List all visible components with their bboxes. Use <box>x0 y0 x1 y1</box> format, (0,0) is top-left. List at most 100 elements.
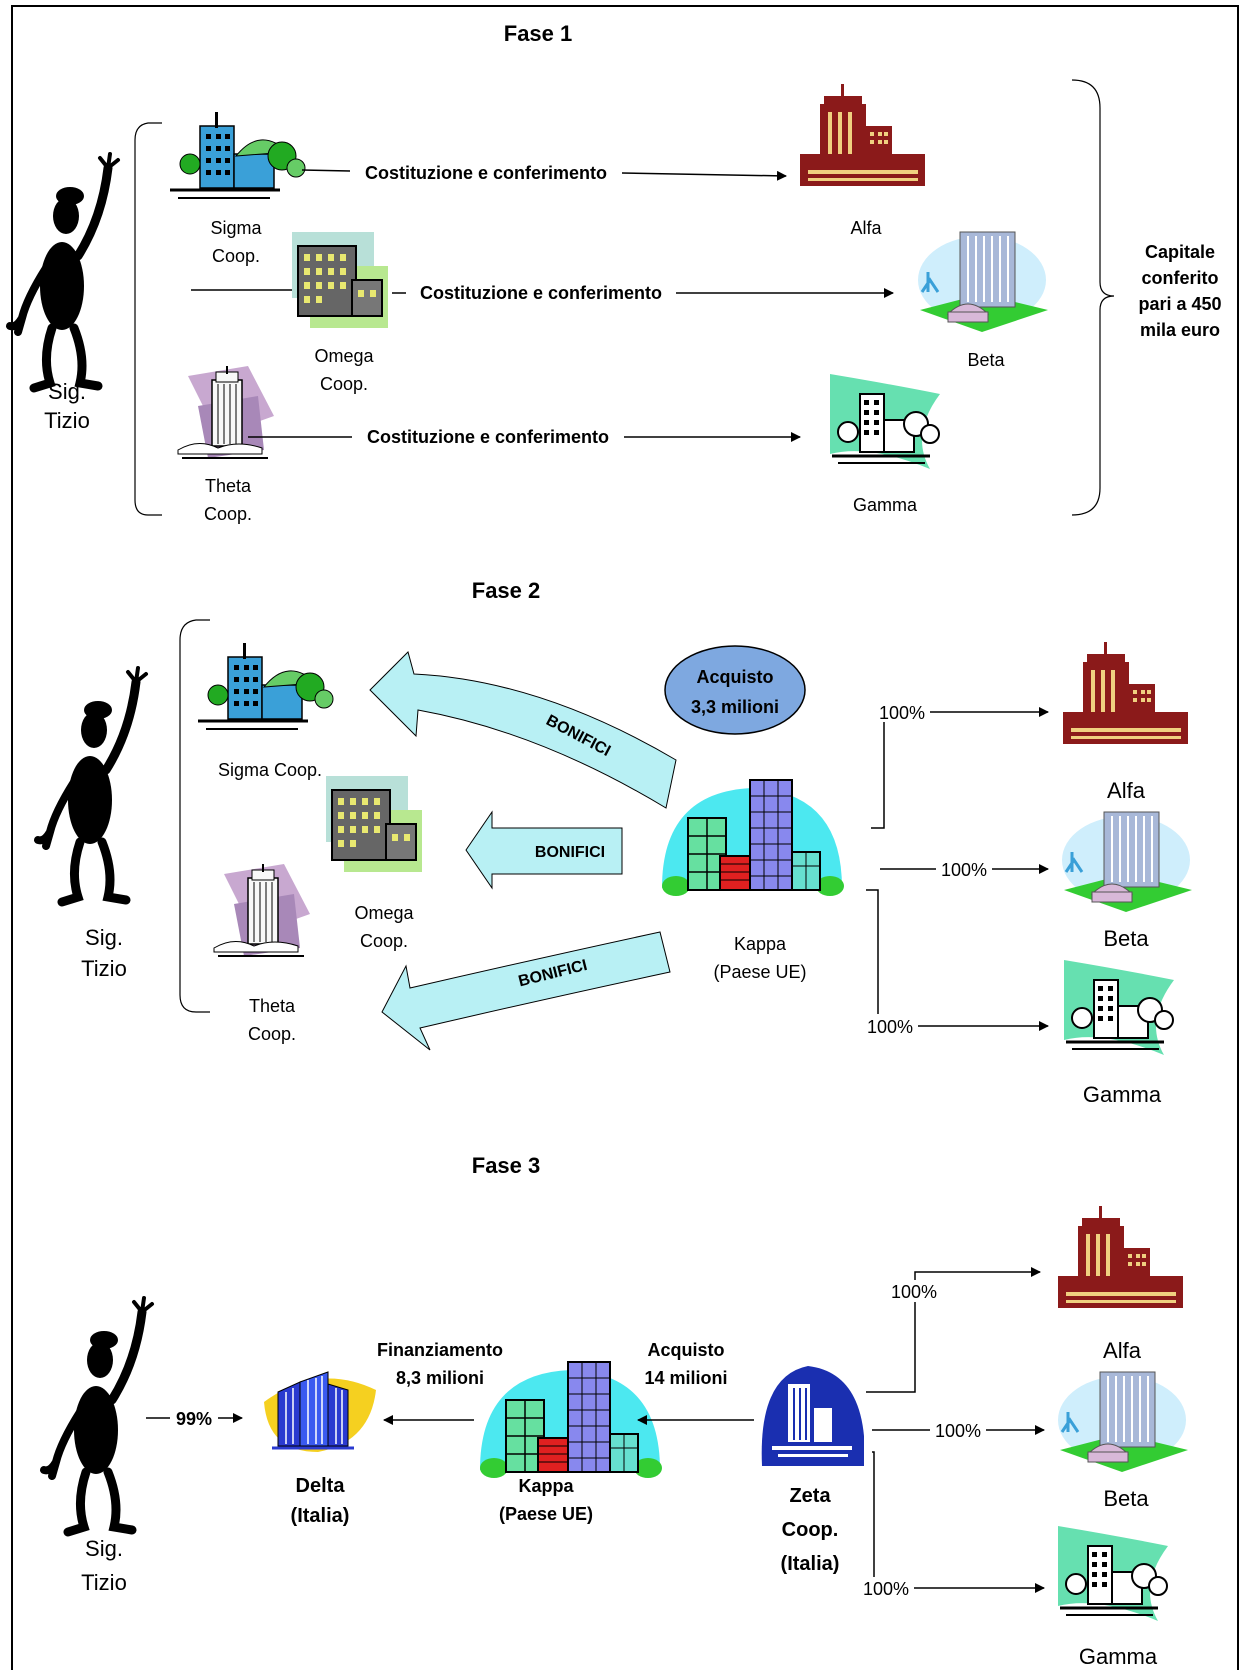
phase2-transfer-arrow-top <box>369 651 677 809</box>
beta-building-icon <box>1060 810 1194 914</box>
phase3-ownership-alfa: 100% <box>891 1282 937 1302</box>
phase2-transfer-arrow-bottom <box>381 931 671 1051</box>
phase2-person-line1: Sig. <box>85 925 123 950</box>
phase3-kappa-line2: (Paese UE) <box>499 1504 593 1524</box>
zeta-building-icon <box>760 1365 865 1467</box>
phase2-ownership-beta: 100% <box>941 860 987 880</box>
phase1-theta-line2: Coop. <box>204 504 252 524</box>
capital-note-line3: pari a 450 <box>1138 294 1221 314</box>
phase3-purchase-line1: Acquisto <box>647 1340 724 1360</box>
phase1-target-gamma: Gamma <box>853 495 918 515</box>
phase1-arrow-beta-label: Costituzione e conferimento <box>420 283 662 303</box>
phase3-target-alfa: Alfa <box>1103 1338 1142 1363</box>
phase1-right-brace <box>1071 79 1115 516</box>
phase2-transfer-label-mid: BONIFICI <box>535 844 605 861</box>
phase2-ownership-gamma: 100% <box>867 1017 913 1037</box>
phase3-ownership-alfa-bg <box>886 1280 942 1302</box>
phase3-zeta-line1: Zeta <box>789 1485 831 1507</box>
phase2-target-alfa: Alfa <box>1107 778 1146 803</box>
phase2-ownership-beta-bg <box>936 857 992 879</box>
person-icon <box>10 154 118 388</box>
phase3-title: Fase 3 <box>472 1153 541 1178</box>
phase3-kappa-line1: Kappa <box>518 1476 574 1496</box>
phase2-kappa-line2: (Paese UE) <box>713 962 806 982</box>
capital-note-line1: Capitale <box>1145 242 1215 262</box>
phase3-ownership-beta: 100% <box>935 1421 981 1441</box>
phase2-person-line2: Tizio <box>81 956 127 981</box>
phase2-kappa-line1: Kappa <box>734 934 787 954</box>
phase2-ownership-alfa-arrow <box>871 707 1049 829</box>
person-icon <box>44 1298 152 1532</box>
alfa-building-icon <box>800 84 925 186</box>
phase2-ownership-gamma-arrow <box>866 889 1049 1031</box>
phase2-target-beta: Beta <box>1103 926 1149 951</box>
phase3-financing-line2: 8,3 milioni <box>396 1368 484 1388</box>
phase1-arrow-gamma-label: Costituzione e conferimento <box>367 427 609 447</box>
phase2-purchase-bubble <box>664 645 806 735</box>
alfa-building-icon <box>1063 642 1188 744</box>
phase1-sigma-line1: Sigma <box>210 218 262 238</box>
phase3-financing-line1: Finanziamento <box>377 1340 503 1360</box>
phase1-arrow-alfa-label: Costituzione e conferimento <box>365 163 607 183</box>
phase1-omega-line1: Omega <box>314 346 374 366</box>
phase3-zeta-line2: Coop. <box>782 1519 839 1541</box>
capital-note-line4: mila euro <box>1140 320 1220 340</box>
phase2-target-gamma: Gamma <box>1083 1082 1162 1107</box>
phase1-theta-line1: Theta <box>205 476 252 496</box>
phase3-ownership-gamma-bg <box>858 1577 914 1599</box>
phase1-target-alfa: Alfa <box>850 218 882 238</box>
omega-building-icon <box>325 775 423 873</box>
delta-building-icon <box>262 1370 378 1454</box>
alfa-building-icon <box>1058 1206 1183 1308</box>
phase1-arrow-alfa-b <box>621 170 787 181</box>
phase3-person-line2: Tizio <box>81 1570 127 1595</box>
theta-building-icon <box>177 365 275 459</box>
phase1-title: Fase 1 <box>504 21 573 46</box>
phase2-left-bracket <box>179 619 210 1013</box>
phase3-ownership-gamma: 100% <box>863 1579 909 1599</box>
phase3-ownership-alfa-arrow <box>866 1267 1041 1393</box>
phase1-arrow-alfa-a <box>301 169 351 172</box>
phase2-omega-line1: Omega <box>354 903 414 923</box>
phase3-zeta-line3: (Italia) <box>781 1553 840 1575</box>
phase1-person-line1: Sig. <box>48 379 86 404</box>
beta-building-icon <box>1056 1370 1190 1474</box>
phase2-transfer-arrow-mid <box>465 810 623 890</box>
sigma-building-icon <box>168 110 307 200</box>
phase2-purchase-line1: Acquisto <box>696 667 773 687</box>
kappa-building-icon <box>661 779 845 897</box>
phase2-ownership-alfa: 100% <box>879 703 925 723</box>
phase2-theta-line2: Coop. <box>248 1024 296 1044</box>
phase3-delta-line1: Delta <box>296 1475 346 1497</box>
phase3-stake-bg <box>170 1407 218 1429</box>
phase3-target-beta: Beta <box>1103 1486 1149 1511</box>
phase1-omega-line2: Coop. <box>320 374 368 394</box>
phase1-sigma-line2: Coop. <box>212 246 260 266</box>
phase3-target-gamma: Gamma <box>1079 1644 1158 1669</box>
page-frame <box>11 5 1239 1670</box>
phase2-ownership-alfa-bg <box>874 700 930 722</box>
phase3-ownership-beta-bg <box>930 1419 986 1441</box>
phase2-title: Fase 2 <box>472 578 541 603</box>
phase3-delta-line2: (Italia) <box>291 1505 350 1527</box>
phase2-sigma-line1: Sigma Coop. <box>218 760 322 780</box>
phase3-ownership-gamma-arrow <box>872 1451 1045 1593</box>
theta-building-icon <box>213 863 311 957</box>
phase1-target-beta: Beta <box>967 350 1005 370</box>
kappa-building-icon <box>479 1361 663 1479</box>
gamma-building-icon <box>1062 958 1176 1057</box>
beta-building-icon <box>916 230 1050 334</box>
sigma-building-icon <box>196 641 335 731</box>
phase2-ownership-gamma-bg <box>862 1014 918 1036</box>
gamma-building-icon <box>1056 1524 1170 1623</box>
phase2-theta-line1: Theta <box>249 996 296 1016</box>
phase3-stake: 99% <box>176 1409 212 1429</box>
phase2-omega-line2: Coop. <box>360 931 408 951</box>
gamma-building-icon <box>828 372 942 471</box>
phase2-purchase-line2: 3,3 milioni <box>691 697 779 717</box>
capital-note-line2: conferito <box>1141 268 1218 288</box>
phase1-person-line2: Tizio <box>44 408 90 433</box>
phase3-person-line1: Sig. <box>85 1536 123 1561</box>
person-icon <box>38 668 146 902</box>
